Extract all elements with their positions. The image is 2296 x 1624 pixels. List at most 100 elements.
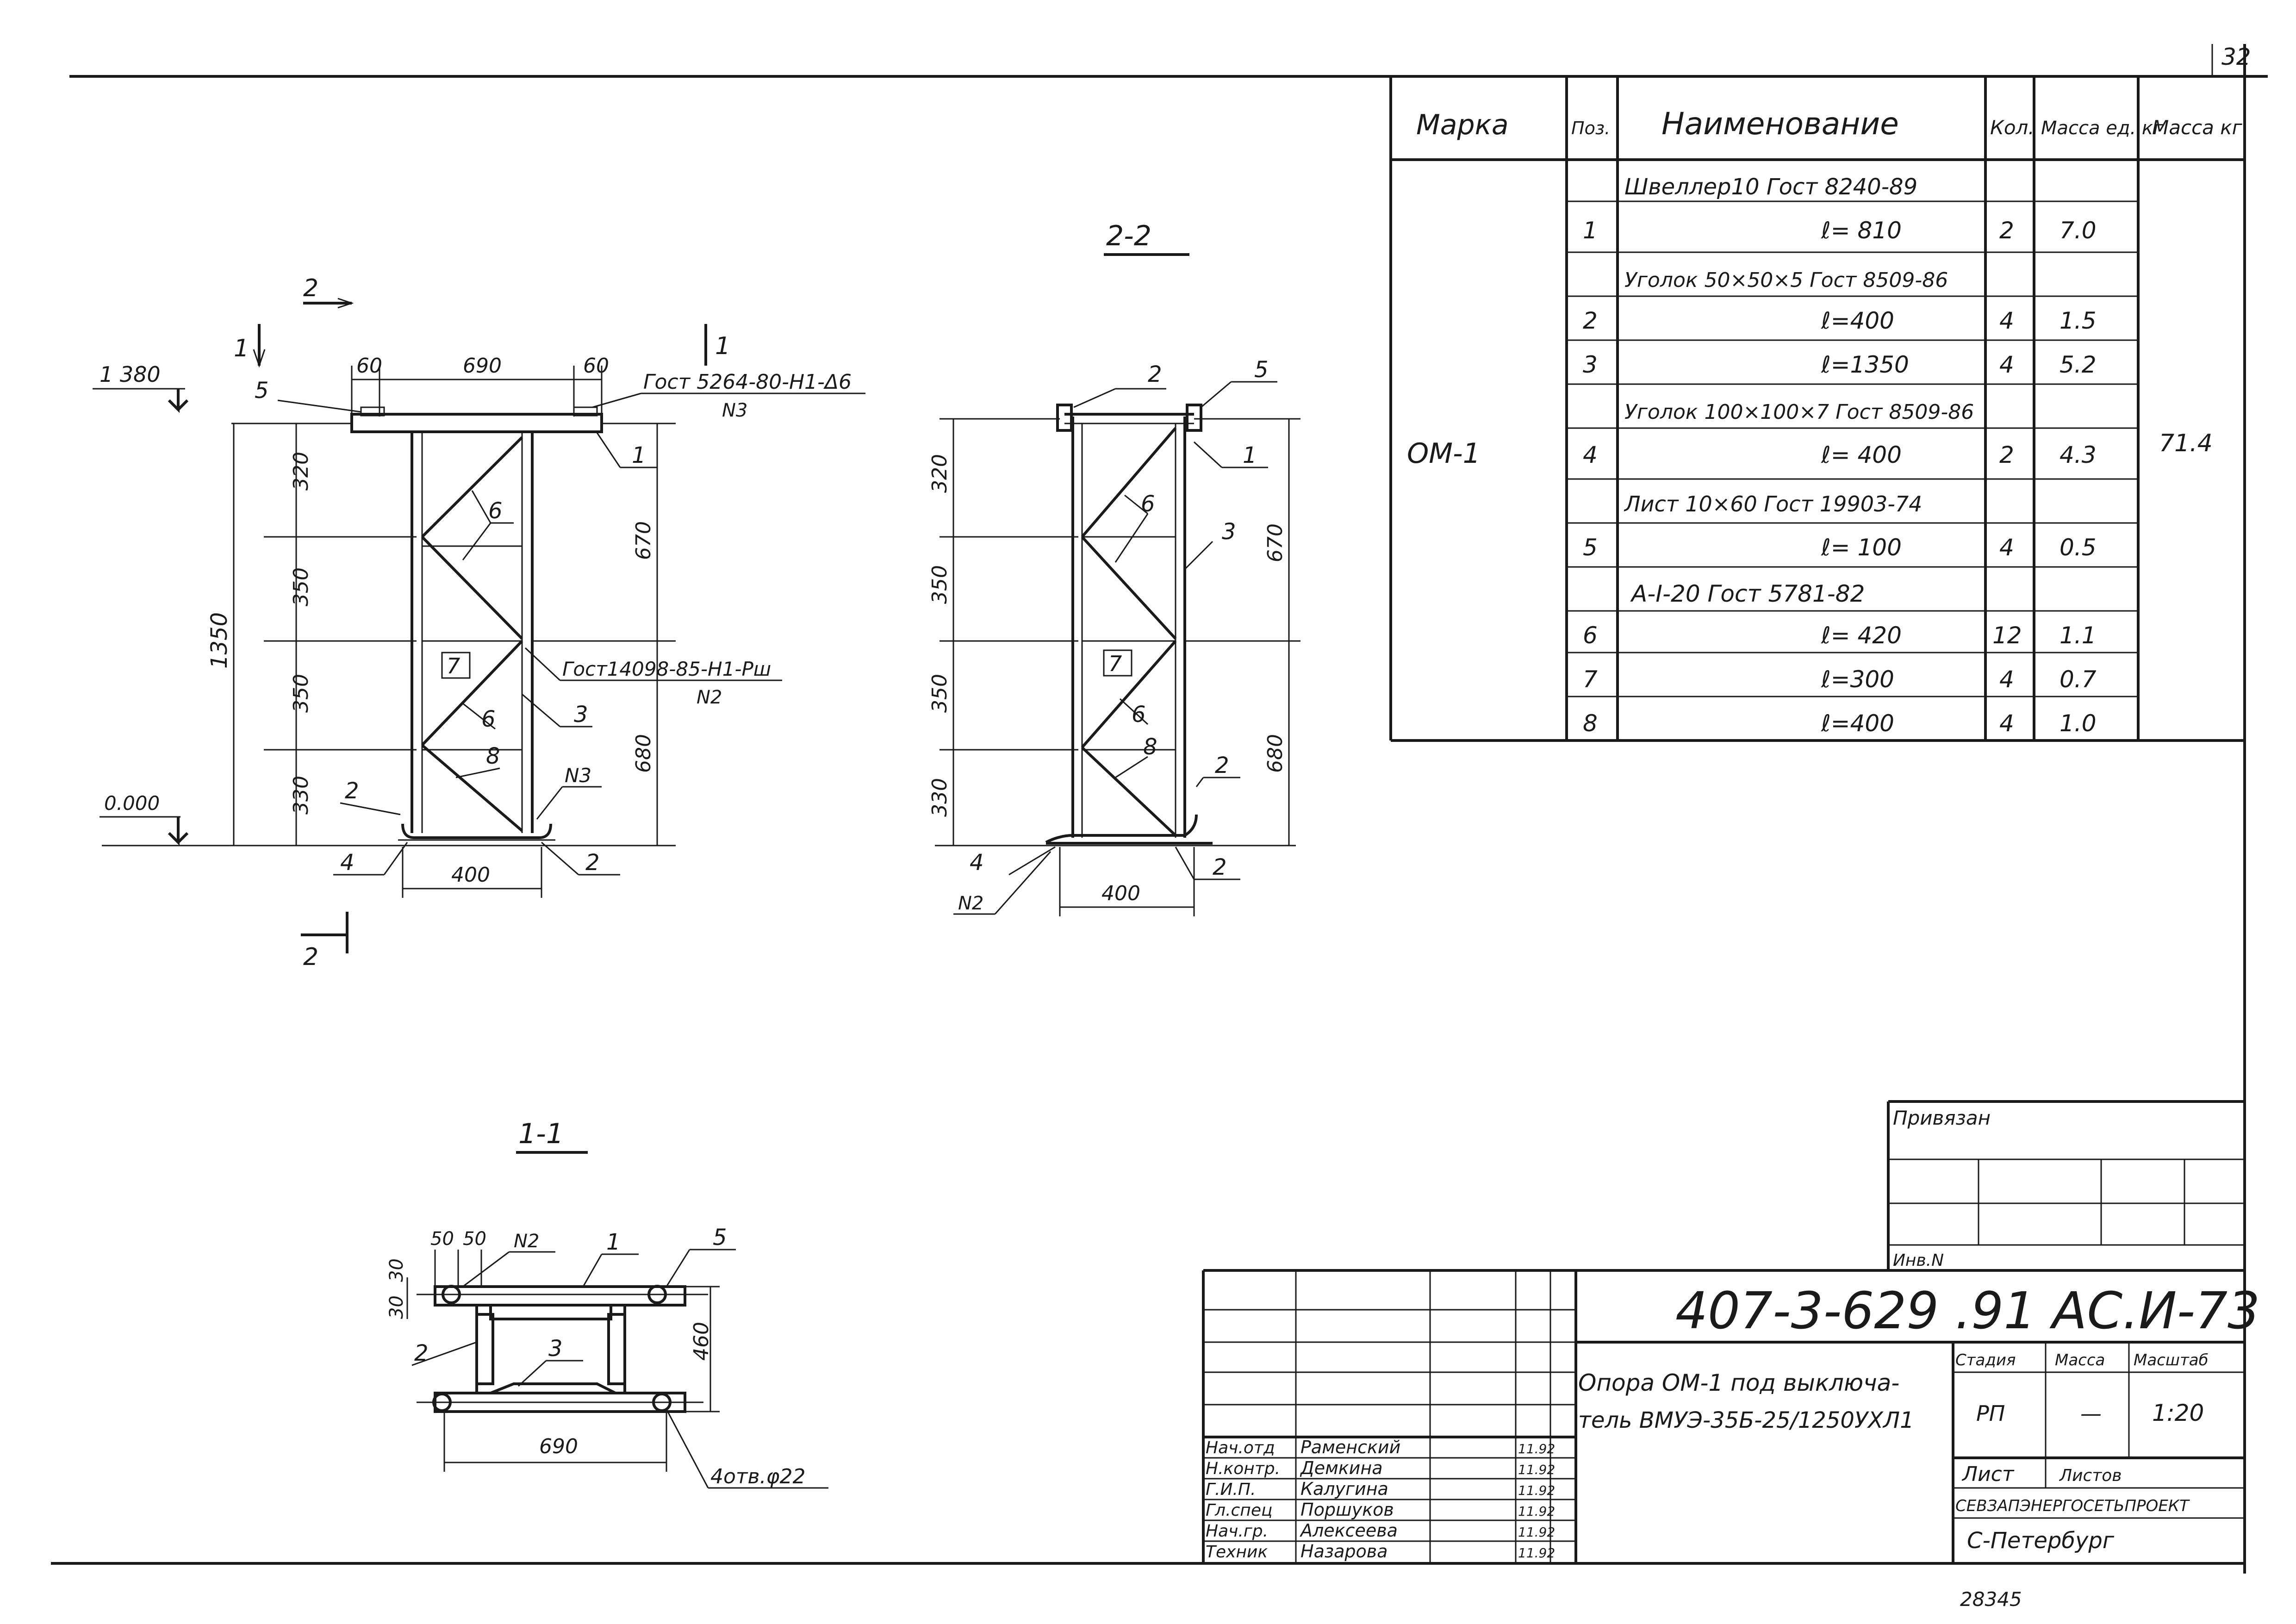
binding-block: Привязан Инв.N bbox=[1887, 1100, 2245, 1270]
s11-n2: N2 bbox=[514, 1231, 539, 1252]
s11-dim-left-1: 30 bbox=[386, 1258, 407, 1282]
section-2-2-view: 2-2 320 350 350 bbox=[928, 220, 1300, 916]
mass-label: Масса bbox=[2055, 1351, 2105, 1369]
elev-section-mark-bottom: 2 bbox=[303, 943, 318, 971]
elev-top-channel bbox=[350, 413, 603, 433]
elev-dim-right-1: 670 bbox=[632, 521, 655, 560]
stage-value: РП bbox=[1976, 1401, 2005, 1426]
spec-row-name: ℓ= 420 bbox=[1821, 622, 1902, 649]
elev-pos-4: 4 bbox=[340, 850, 355, 876]
spec-row-qty: 4 bbox=[1999, 307, 2014, 334]
spec-row-qty: 4 bbox=[1999, 710, 2014, 737]
elev-pos-2b: 2 bbox=[585, 850, 600, 876]
signer-date: 11.92 bbox=[1518, 1441, 1555, 1456]
elev-dim-left-1: 320 bbox=[289, 452, 313, 491]
signer-name: Калугина bbox=[1300, 1479, 1388, 1499]
spec-row: Уголок 50×50×5 Гост 8509-86 bbox=[1624, 268, 1948, 292]
signer-role: Н.контр. bbox=[1206, 1459, 1280, 1478]
s22-pos-4: 4 bbox=[970, 850, 984, 876]
sheets-label: Листов bbox=[2059, 1466, 2122, 1485]
signer-role: Техник bbox=[1206, 1543, 1268, 1562]
elev-pos-1: 1 bbox=[632, 442, 646, 468]
spec-row-qty: 4 bbox=[1999, 666, 2014, 693]
spec-header-unit-mass: Масса ед. кг bbox=[2041, 118, 2163, 139]
spec-total-mass: 71.4 bbox=[2159, 429, 2213, 457]
s22-pos-8: 8 bbox=[1143, 734, 1157, 760]
elev-dim-left-2: 350 bbox=[289, 567, 313, 606]
mass-value: — bbox=[2080, 1401, 2102, 1426]
spec-row: 5 ℓ= 100 4 0.5 bbox=[1583, 534, 2097, 561]
elev-callout-top-sub: N3 bbox=[722, 400, 747, 421]
spec-row: 7 ℓ=300 4 0.7 bbox=[1583, 666, 2097, 693]
signer-name: Поршуков bbox=[1300, 1500, 1394, 1520]
s22-n2: N2 bbox=[958, 893, 983, 914]
signer-role: Нач.отд bbox=[1206, 1438, 1275, 1457]
drawing-name-2: тель ВМУЭ-35Б-25/1250УХЛ1 bbox=[1578, 1407, 1914, 1433]
spec-header-pos: Поз. bbox=[1571, 118, 1610, 138]
s11-dim-top-2: 50 bbox=[463, 1228, 486, 1250]
level-top: 1 380 bbox=[100, 362, 161, 387]
spec-row: 6 ℓ= 420 12 1.1 bbox=[1583, 622, 2097, 649]
elev-callout-mid: Гост14098-85-Н1-Рш bbox=[562, 658, 771, 680]
spec-row-name: ℓ=300 bbox=[1821, 666, 1894, 693]
elev-dim-top-left: 60 bbox=[356, 354, 382, 378]
signer-role: Гл.спец bbox=[1206, 1501, 1273, 1520]
s11-dim-left-2: 30 bbox=[386, 1295, 407, 1319]
spec-row-mass: 7.0 bbox=[2060, 217, 2097, 244]
s22-pos-6a: 6 bbox=[1141, 491, 1155, 517]
elev-section-mark-top: 2 bbox=[303, 274, 318, 302]
spec-row-qty: 4 bbox=[1999, 351, 2014, 378]
elev-pos-7: 7 bbox=[447, 653, 460, 678]
spec-row-qty: 4 bbox=[1999, 534, 2014, 561]
elev-dim-bottom: 400 bbox=[451, 863, 490, 887]
elev-cut-mark-left: 1 bbox=[234, 335, 249, 362]
signer-date: 11.92 bbox=[1518, 1483, 1555, 1498]
spec-rows: Швеллер10 Гост 8240-89 1 ℓ= 810 2 7.0 Уг… bbox=[1583, 174, 2097, 737]
sheet-frame: 3 2 2 8 3 4 5 bbox=[51, 44, 2268, 1611]
spec-row-pos: 1 bbox=[1583, 217, 1598, 244]
s11-dim-right: 460 bbox=[690, 1322, 713, 1361]
elev-base-angle bbox=[401, 823, 552, 839]
org-name: СЕВЗАПЭНЕРГОСЕТЬПРОЕКТ bbox=[1955, 1497, 2190, 1515]
spec-row-mass: 0.7 bbox=[2060, 666, 2097, 693]
stage-label: Стадия bbox=[1955, 1351, 2016, 1369]
org-city: С-Петербург bbox=[1967, 1528, 2115, 1554]
s22-dim-left-1: 320 bbox=[928, 454, 952, 493]
signer-role: Нач.гр. bbox=[1206, 1522, 1268, 1541]
sheet-label: Лист bbox=[1961, 1462, 2015, 1486]
spec-row: Лист 10×60 Гост 19903-74 bbox=[1624, 492, 1922, 516]
spec-row: Швеллер10 Гост 8240-89 bbox=[1624, 174, 1917, 200]
signer-date: 11.92 bbox=[1518, 1545, 1555, 1561]
elev-dim-top-mid: 690 bbox=[463, 354, 502, 378]
spec-row-name: Швеллер10 Гост 8240-89 bbox=[1624, 174, 1917, 200]
spec-row-pos: 8 bbox=[1583, 710, 1598, 737]
section11-title: 1-1 bbox=[518, 1118, 564, 1150]
signer-role: Г.И.П. bbox=[1206, 1480, 1256, 1499]
spec-row-name: Лист 10×60 Гост 19903-74 bbox=[1624, 492, 1922, 516]
s22-pos-2a: 2 bbox=[1148, 361, 1162, 387]
signer-name: Раменский bbox=[1300, 1437, 1400, 1457]
s11-dim-top-1: 50 bbox=[430, 1228, 454, 1250]
s11-pos-3: 3 bbox=[548, 1336, 563, 1362]
elev-pos-3: 3 bbox=[574, 702, 588, 728]
signer-date: 11.92 bbox=[1518, 1524, 1555, 1540]
spec-row-name: ℓ= 100 bbox=[1821, 534, 1902, 561]
spec-row-pos: 3 bbox=[1583, 351, 1598, 378]
spec-row-qty: 2 bbox=[1999, 442, 2014, 468]
spec-row-pos: 5 bbox=[1583, 534, 1598, 561]
elev-pos-2a: 2 bbox=[345, 778, 359, 804]
s22-pos-1: 1 bbox=[1243, 442, 1257, 468]
scale-label: Масштаб bbox=[2134, 1351, 2209, 1369]
spec-row-pos: 7 bbox=[1583, 666, 1598, 693]
s22-dim-left-3: 350 bbox=[928, 674, 952, 713]
spec-row: Уголок 100×100×7 Гост 8509-86 bbox=[1624, 400, 1974, 424]
elev-callout-top: Гост 5264-80-Н1-Δ6 bbox=[643, 370, 852, 394]
spec-row-mass: 0.5 bbox=[2060, 534, 2097, 561]
spec-row-name: ℓ= 400 bbox=[1821, 442, 1902, 468]
s22-dim-right-1: 670 bbox=[1263, 523, 1287, 562]
elev-pos-6b: 6 bbox=[481, 706, 496, 732]
s11-dim-bottom: 690 bbox=[539, 1435, 578, 1458]
s22-pos-2c: 2 bbox=[1213, 854, 1227, 880]
s11-holes: 4отв.φ22 bbox=[710, 1465, 805, 1488]
spec-row: 1 ℓ= 810 2 7.0 bbox=[1583, 217, 2097, 244]
